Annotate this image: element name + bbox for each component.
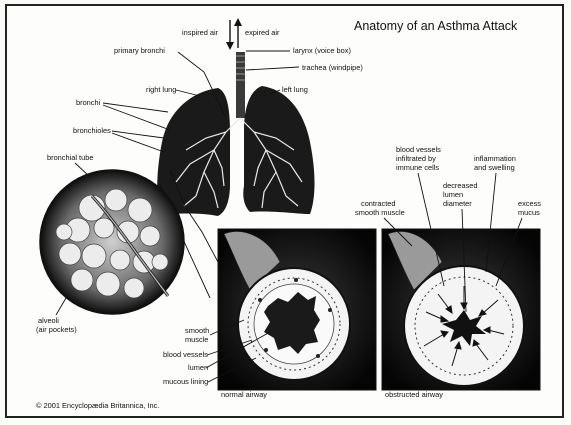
normal-airway-caption: normal airway	[221, 390, 267, 399]
contracted-muscle-label-line1: contracted	[361, 199, 396, 208]
larynx-label: larynx (voice box)	[293, 46, 351, 55]
contracted-muscle-label-line2: smooth muscle	[355, 208, 405, 217]
decreased-lumen-label-line2: lumen	[443, 190, 463, 199]
bv-infiltrated-label-line1: blood vessels	[396, 145, 441, 154]
inspired-air-label: inspired air	[182, 28, 219, 37]
air-arrows	[226, 18, 242, 50]
primary-bronchi-label: primary bronchi	[114, 46, 165, 55]
trachea-label: trachea (windpipe)	[302, 63, 363, 72]
decreased-lumen-label-line3: diameter	[443, 199, 472, 208]
trachea	[236, 52, 245, 118]
bv-infiltrated-label-line3: immune cells	[396, 163, 439, 172]
left-lung-label: left lung	[282, 85, 308, 94]
left-lung	[243, 86, 314, 214]
right-lung-label: right lung	[146, 85, 176, 94]
smooth-muscle-label-line2: muscle	[185, 335, 208, 344]
normal-airway-panel	[218, 229, 376, 390]
inflammation-label-line2: and swelling	[474, 163, 515, 172]
mucous-lining-label: mucous lining	[163, 377, 208, 386]
excess-mucus-label-line1: excess	[518, 199, 541, 208]
smooth-muscle-label-line1: smooth	[185, 326, 209, 335]
bv-infiltrated-label-line2: infiltrated by	[396, 154, 436, 163]
decreased-lumen-label-line1: decreased	[443, 181, 478, 190]
copyright-notice: © 2001 Encyclopædia Britannica, Inc.	[36, 401, 159, 410]
diagram-title: Anatomy of an Asthma Attack	[354, 19, 518, 33]
alveoli-label-line1: alveoli	[38, 316, 59, 325]
expired-air-label: expired air	[245, 28, 280, 37]
bronchi-label: bronchi	[76, 98, 101, 107]
bronchioles-label: bronchioles	[73, 126, 111, 135]
alveoli-zoom	[40, 170, 184, 314]
blood-vessels-label: blood vessels	[163, 350, 208, 359]
alveoli-label-line2: (air pockets)	[36, 325, 77, 334]
bronchial-tube-label: bronchial tube	[47, 153, 93, 162]
inflammation-label-line1: inflammation	[474, 154, 516, 163]
obstructed-airway-caption: obstructed airway	[385, 390, 443, 399]
excess-mucus-label-line2: mucus	[518, 208, 540, 217]
obstructed-airway-panel	[382, 229, 540, 390]
lumen-label: lumen	[188, 363, 208, 372]
